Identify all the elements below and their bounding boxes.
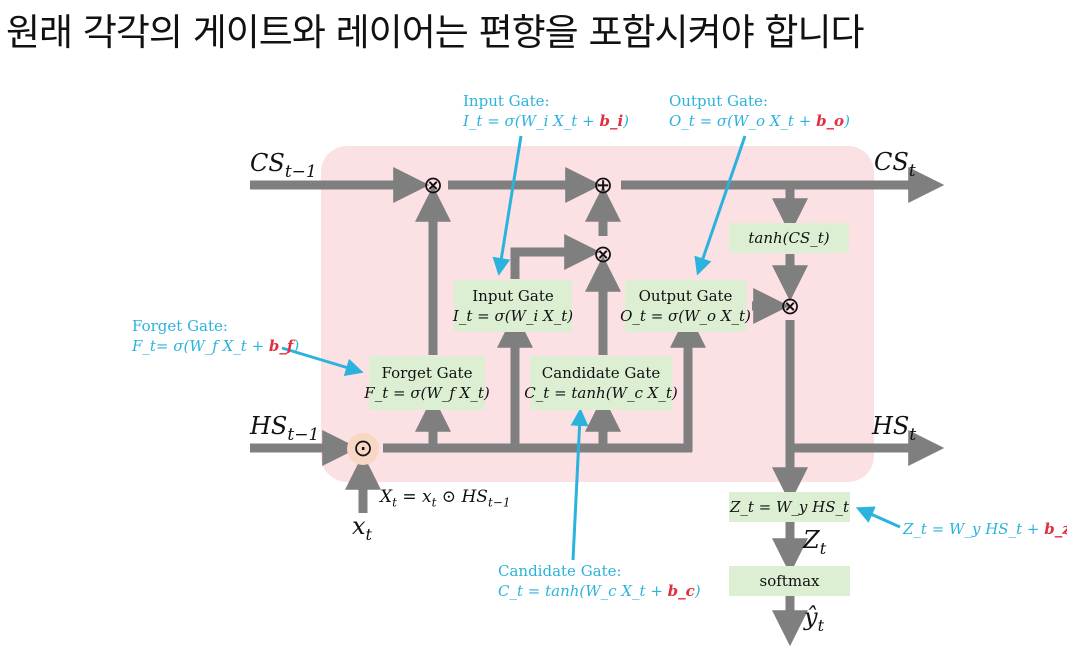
forget-gate-box: Forget Gate F_t = σ(W_f X_t): [364, 356, 490, 410]
softmax-box: softmax: [729, 566, 850, 596]
forget-multiply-node: ⊗: [422, 171, 444, 199]
input-annotation-equation: I_t = σ(W_i X_t +: [463, 112, 600, 131]
page-title: 원래 각각의 게이트와 레이어는 편향을 포함시켜야 합니다: [6, 11, 865, 54]
x-concat-equation: Xt = xt ⊙ HSt−1: [380, 487, 511, 510]
z-annotation-equation: Z_t = W_y HS_t +: [903, 520, 1045, 538]
forget-annotation-bias: b_f: [268, 337, 294, 356]
input-annotation-name: Input Gate:: [463, 92, 550, 110]
input-gate-box: Input Gate I_t = σ(W_i X_t): [452, 280, 574, 332]
candidate-gate-name: Candidate Gate: [541, 363, 661, 382]
input-gate-name: Input Gate: [472, 286, 554, 305]
output-gate-annotation: Output Gate: O_t = σ(W_o X_t + b_o): [669, 91, 850, 132]
candidate-annotation-name: Candidate Gate:: [498, 562, 622, 580]
forget-gate-name: Forget Gate: [381, 363, 473, 382]
input-gate-equation: I_t = σ(W_i X_t): [452, 307, 574, 325]
z-annotation-bias: b_z: [1044, 520, 1067, 538]
forget-annotation-equation: F_t= σ(W_f X_t +: [132, 337, 269, 356]
output-multiply-node: ⊗: [779, 292, 801, 320]
cell-add-node: ⊕: [592, 171, 614, 199]
concat-operator: ⊙: [352, 434, 374, 462]
forget-gate-equation: F_t = σ(W_f X_t): [364, 384, 490, 402]
concat-node: [347, 433, 379, 465]
output-annotation-name: Output Gate:: [669, 92, 768, 110]
candidate-annotation-arrow: [570, 408, 589, 561]
input-multiply-node: ⊗: [592, 240, 614, 268]
output-gate-name: Output Gate: [638, 286, 733, 305]
z-annotation-arrow: [855, 506, 901, 529]
hs-prev-label: HSt−1: [250, 412, 320, 445]
input-annotation-bias: b_i: [599, 112, 624, 131]
z-output-label: Zt: [803, 526, 827, 558]
forget-annotation-close: ): [293, 337, 300, 356]
input-gate-annotation: Input Gate: I_t = σ(W_i X_t + b_i): [463, 91, 629, 132]
output-annotation-bias: b_o: [816, 112, 845, 131]
candidate-annotation-close: ): [694, 582, 701, 601]
candidate-gate-equation: C_t = tanh(W_c X_t): [524, 384, 678, 402]
candidate-annotation-bias: b_c: [667, 582, 695, 601]
input-annotation-arrow: [492, 135, 523, 276]
forget-annotation-name: Forget Gate:: [132, 317, 228, 335]
forget-annotation-arrow: [281, 346, 364, 377]
candidate-gate-annotation: Candidate Gate: C_t = tanh(W_c X_t + b_c…: [498, 561, 701, 602]
z-equation: Z_t = W_y HS_t: [729, 497, 850, 516]
hs-out-label: HSt: [872, 412, 917, 445]
output-gate-equation: O_t = σ(W_o X_t): [620, 307, 751, 325]
candidate-annotation-equation: C_t = tanh(W_c X_t +: [498, 582, 668, 601]
z-box: Z_t = W_y HS_t: [729, 492, 850, 522]
cs-out-label: CSt: [874, 148, 916, 181]
yhat-output-label: ŷt: [804, 603, 824, 635]
output-annotation-arrow: [694, 135, 747, 276]
forget-gate-annotation: Forget Gate: F_t= σ(W_f X_t + b_f): [132, 316, 299, 357]
tanh-box: tanh(CS_t): [729, 223, 849, 253]
output-annotation-equation: O_t = σ(W_o X_t +: [669, 112, 817, 131]
x-input-label: xt: [352, 512, 372, 544]
tanh-equation: tanh(CS_t): [748, 228, 830, 247]
input-to-mult-arrow: [510, 234, 601, 279]
softmax-label: softmax: [759, 571, 820, 590]
output-annotation-close: ): [844, 112, 850, 131]
z-annotation: Z_t = W_y HS_t + b_z: [903, 519, 1067, 539]
candidate-gate-box: Candidate Gate C_t = tanh(W_c X_t): [524, 356, 678, 410]
cs-prev-label: CSt−1: [250, 149, 317, 182]
input-annotation-close: ): [623, 112, 629, 131]
output-gate-box: Output Gate O_t = σ(W_o X_t): [620, 280, 751, 332]
